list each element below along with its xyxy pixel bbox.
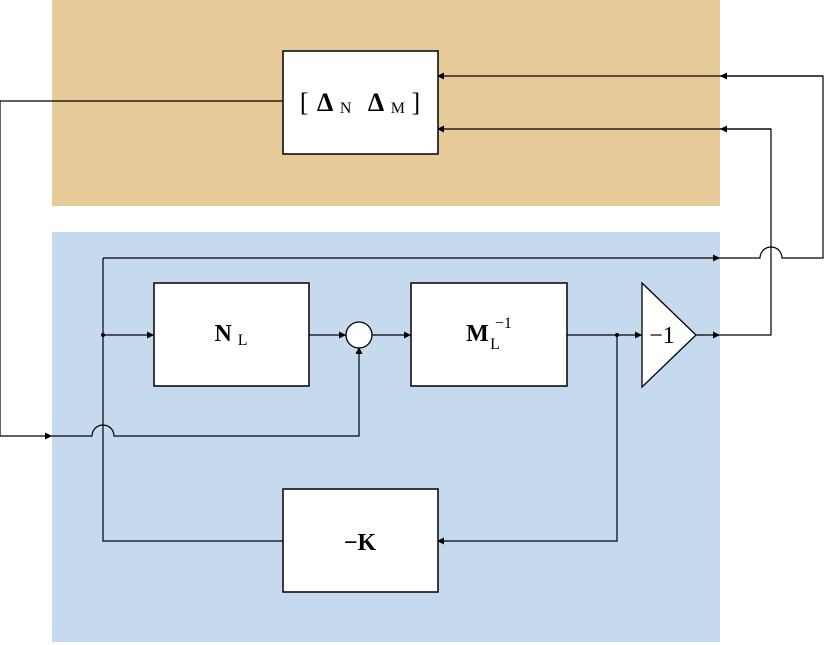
delta-label: [ Δ N Δ M ] [300,88,420,119]
nl-symbol: N [214,321,232,347]
left-bus [102,258,283,542]
connections [0,72,824,545]
denominator-inverse-block: M −1 L [410,282,568,387]
top-feedback-line [437,72,824,259]
gain-block: −1 [641,281,697,389]
gain-triangle [641,281,697,389]
ml-symbol: M [466,321,489,347]
delta-close-bracket: ] [411,88,420,117]
controller-block: −K [282,488,439,593]
ml-label: M −1 [466,315,512,347]
gain-feedback-line [437,125,772,336]
summing-junction [345,321,373,349]
delta-m-subscript: M [391,100,405,117]
ml-box [410,282,568,387]
nl-box [153,282,310,387]
gain-label: −1 [649,323,675,349]
delta-n-subscript: N [340,100,352,117]
nl-label: N L [214,321,247,349]
junction-dot-right [615,333,619,337]
delta-open-bracket: [ [300,88,309,117]
delta-output-line [0,100,283,440]
disturbance-line [52,347,363,437]
junction-dot-left [101,333,105,337]
ml-subscript: L [490,336,500,353]
delta-box [282,50,439,155]
numerator-block: N L [153,282,310,387]
delta-m-symbol: Δ [368,88,384,117]
nl-subscript: L [238,332,248,349]
ml-superscript: −1 [495,315,512,332]
controller-feedback-line [437,335,618,545]
delta-n-symbol: Δ [317,88,333,117]
controller-box [282,488,439,593]
controller-label: −K [344,530,377,556]
delta-block: [ Δ N Δ M ] [282,50,439,155]
